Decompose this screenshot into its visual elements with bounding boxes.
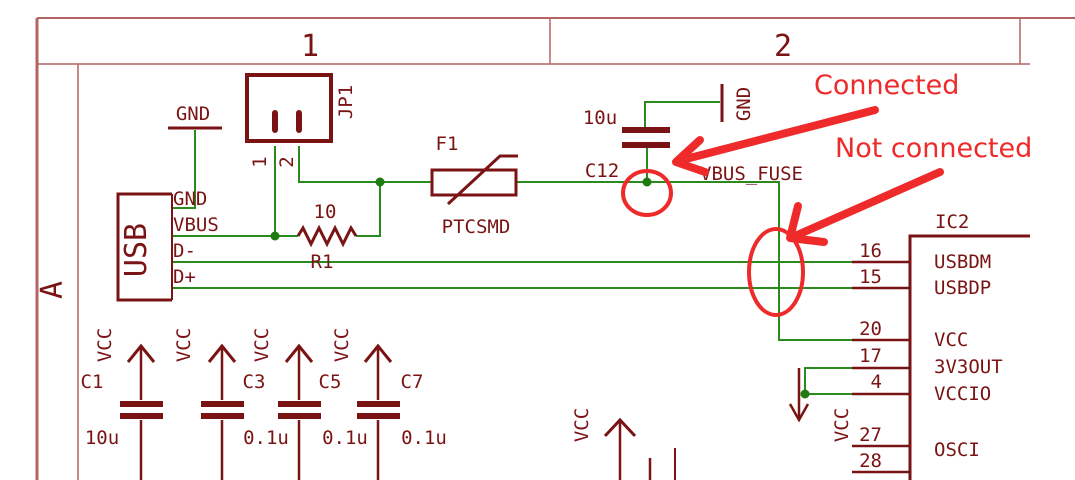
resistor-r1: 10 R1 <box>296 201 358 273</box>
c1-supply: VCC <box>94 328 116 362</box>
cap-c3: VCC C3 0.1u <box>173 328 289 480</box>
usb-connector: USB GND VBUS D- D+ <box>116 188 219 302</box>
junction-vccio <box>800 389 810 399</box>
ic2-pin-name: VCC <box>934 329 968 351</box>
c3-supply: VCC <box>173 328 195 362</box>
c3-value: 0.1u <box>243 427 289 449</box>
annotation-connected: Connected <box>621 70 959 217</box>
jp1-ref: JP1 <box>335 85 357 119</box>
c5-ref: C5 <box>319 371 342 393</box>
ic2-pin-num: 28 <box>859 450 882 472</box>
usb-label: USB <box>119 223 154 277</box>
frame-column-label-1: 1 <box>301 29 319 64</box>
drawing-frame: 1 2 A <box>35 17 1075 480</box>
ic2-pin-name: USBDM <box>934 251 991 273</box>
jp1-pin2-label: 2 <box>276 156 298 167</box>
f1-value: PTCSMD <box>442 216 511 238</box>
usb-pin-vbus: VBUS <box>173 214 219 236</box>
c12-value: 10u <box>583 107 617 129</box>
usb-pin-dplus: D+ <box>173 266 196 288</box>
jp1-pin1-label: 1 <box>249 156 271 167</box>
r1-value: 10 <box>314 201 337 223</box>
usb-pin-dminus: D- <box>173 240 196 262</box>
ic2-pin-num: 15 <box>859 266 882 288</box>
frame-column-label-2: 2 <box>774 29 792 64</box>
vcc-label-right: VCC <box>831 408 853 442</box>
gnd-label-left: GND <box>176 103 210 125</box>
vcc-supply-mid: VCC <box>571 408 676 480</box>
gnd-symbol-left: GND <box>168 103 222 130</box>
c1-value: 10u <box>85 427 119 449</box>
vcc-supply-right: VCC <box>788 368 853 442</box>
cap-c7: VCC C7 0.1u <box>331 328 447 480</box>
ic2-pin-name: OSCI <box>934 439 980 461</box>
annotation-not-connected-text: Not connected <box>835 133 1032 164</box>
ic2-ref: IC2 <box>935 211 969 233</box>
ic2-pin-name: VCCIO <box>934 383 991 405</box>
c12-ref: C12 <box>585 160 619 182</box>
vcc-label-mid: VCC <box>571 408 593 442</box>
junction-c12 <box>642 177 652 187</box>
capacitor-c12: 10u C12 <box>583 107 670 182</box>
r1-ref: R1 <box>311 251 334 273</box>
cap-c5: VCC C5 0.1u <box>251 328 368 480</box>
annotation-not-connected: Not connected <box>747 133 1032 317</box>
ic2-pin-num: 27 <box>859 424 882 446</box>
annotation-connected-text: Connected <box>814 70 959 101</box>
fuse-f1: F1 PTCSMD <box>430 133 518 238</box>
ic2-pin-name: USBDP <box>934 277 991 299</box>
junction-dots <box>270 177 810 399</box>
f1-ref: F1 <box>436 133 459 155</box>
c7-ref: C7 <box>401 371 424 393</box>
ic2-pin-num: 20 <box>859 318 882 340</box>
junction-jp1-fuse <box>375 177 385 187</box>
net-label-vbus-fuse: VBUS_FUSE <box>700 163 803 185</box>
junction-vbus <box>270 231 280 241</box>
cap-c1: VCC C1 10u <box>81 328 163 480</box>
ic2-pin-num: 16 <box>859 240 882 262</box>
ic-ic2: IC2 16 15 20 17 4 27 28 USBDM USBDP VCC … <box>852 211 1030 480</box>
gnd-label-top: GND <box>733 87 755 121</box>
c1-ref: C1 <box>81 371 104 393</box>
gnd-symbol-top: GND <box>720 84 755 122</box>
ic2-pin-num: 17 <box>859 345 882 367</box>
jumper-jp1: JP1 1 2 <box>245 73 357 168</box>
frame-row-label-a: A <box>35 281 70 299</box>
c3-ref: C3 <box>243 371 266 393</box>
c5-value: 0.1u <box>322 427 368 449</box>
usb-pin-gnd: GND <box>173 188 207 210</box>
c7-value: 0.1u <box>401 427 447 449</box>
c5-supply: VCC <box>251 328 273 362</box>
c7-supply: VCC <box>331 328 353 362</box>
ic2-pin-name: 3V3OUT <box>934 356 1003 378</box>
ic2-pin-num: 4 <box>871 371 882 393</box>
